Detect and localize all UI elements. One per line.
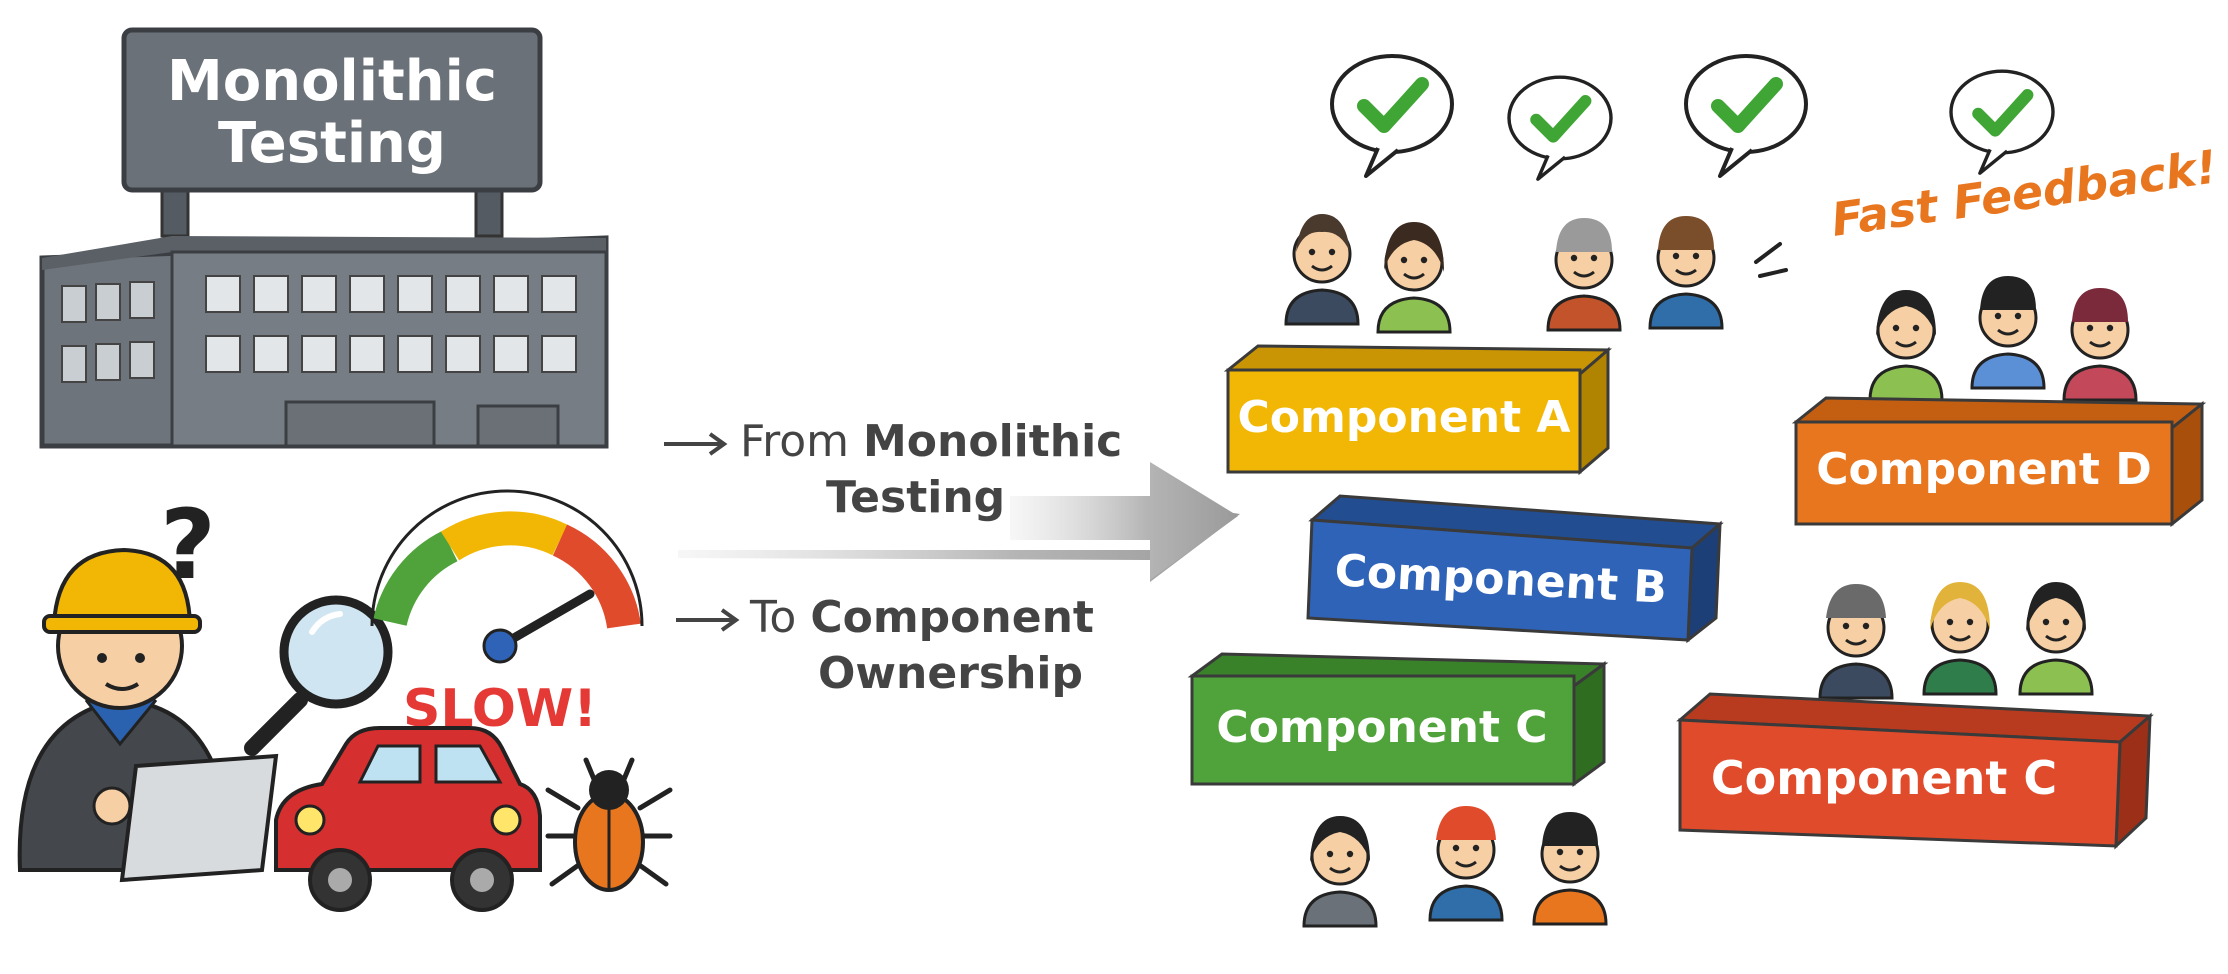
transition-arrow	[678, 462, 1240, 582]
from-label-line2: Testing	[826, 472, 1005, 523]
check-bubble-3	[1686, 56, 1806, 176]
component-c-label: Component C	[1216, 702, 1547, 753]
magnifier-icon	[244, 595, 393, 756]
from-bold: Monolithic	[863, 416, 1122, 467]
worker-figure	[17, 547, 279, 883]
speed-gauge-icon	[370, 489, 644, 664]
check-bubble-4	[1951, 71, 2053, 173]
from-label: From Monolithic	[740, 416, 1122, 467]
team-c2-people	[1818, 582, 2094, 700]
to-label-line2: Ownership	[818, 648, 1083, 699]
component-a-label: Component A	[1238, 392, 1571, 443]
sign-line-2: Testing	[218, 111, 446, 176]
team-c-people	[1302, 806, 1608, 928]
to-prefix: To	[749, 592, 810, 643]
check-bubble-1	[1332, 56, 1452, 176]
check-bubble-2	[1509, 77, 1611, 179]
component-b-block: Component B	[1306, 494, 1724, 644]
team-d-people	[1868, 276, 2138, 402]
component-a-block: Component A	[1223, 344, 1613, 476]
component-c2-label: Component C	[1711, 751, 2057, 805]
excitement-lines-icon	[1754, 242, 1788, 278]
monolith-building: Monolithic Testing	[39, 27, 609, 449]
fast-feedback-label: Fast Feedback!	[1828, 139, 2220, 247]
to-arrow-icon	[676, 608, 740, 632]
component-c2-block: Component C	[1676, 692, 2154, 850]
to-label: To Component	[749, 592, 1094, 643]
to-bold: Component	[810, 592, 1094, 643]
car-icon	[274, 726, 542, 912]
from-prefix: From	[740, 416, 863, 467]
monolith-sign	[121, 27, 543, 193]
bug-icon	[545, 757, 673, 892]
sign-line-1: Monolithic	[167, 49, 497, 114]
team-a-people	[1284, 214, 1724, 334]
from-arrow-icon	[664, 432, 728, 456]
component-d-block: Component D	[1791, 396, 2207, 528]
component-c-block: Component C	[1187, 652, 1609, 787]
component-d-label: Component D	[1816, 444, 2151, 495]
